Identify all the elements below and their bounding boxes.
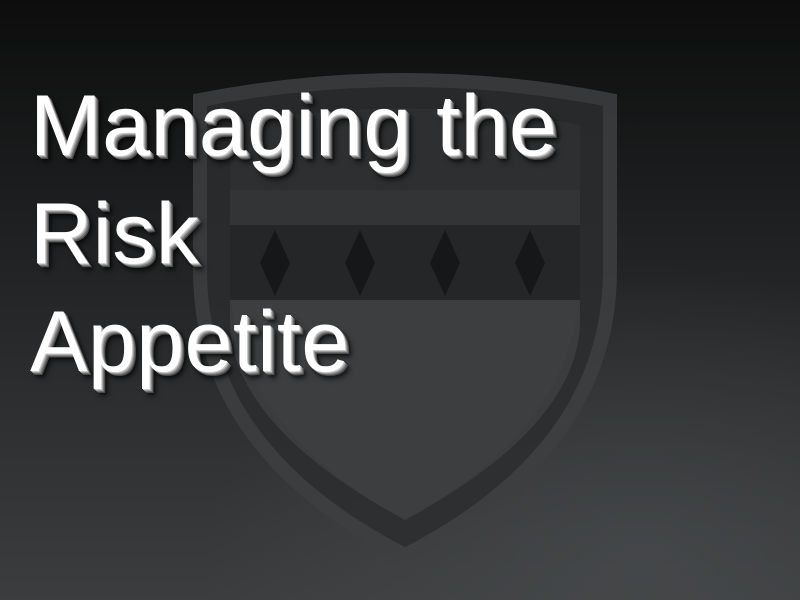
shield-crest-icon [193, 73, 617, 560]
slide-title-line-3: Appetite [30, 294, 350, 390]
slide-title: Managing the Risk Appetite [30, 72, 770, 396]
slide-title-line-1: Managing the [30, 78, 558, 174]
slide-title-line-2: Risk [30, 186, 200, 282]
